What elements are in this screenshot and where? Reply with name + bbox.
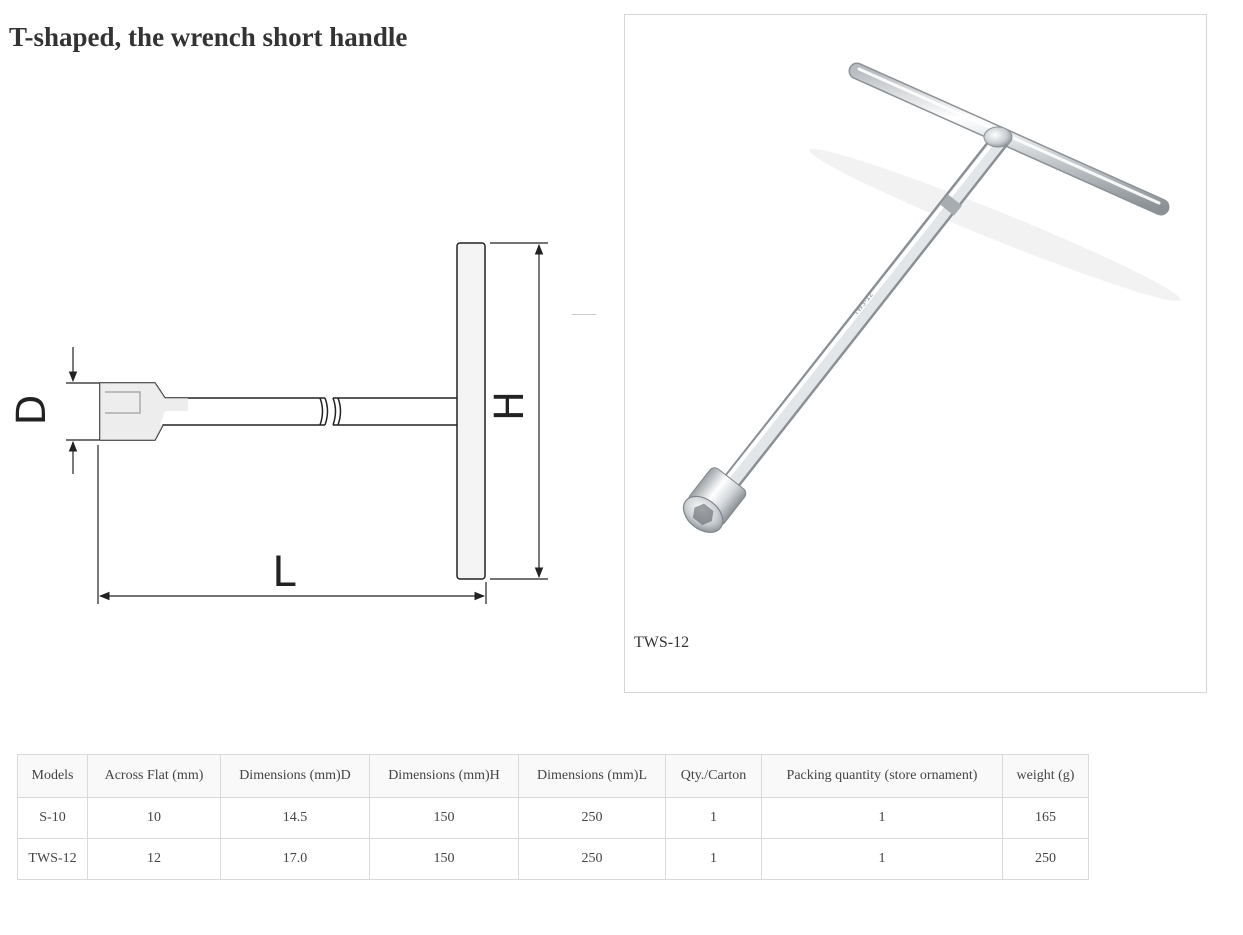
photo-socket	[682, 467, 747, 533]
header-models: Models	[17, 754, 88, 798]
spec-table: Models Across Flat (mm) Dimensions (mm)D…	[17, 754, 1089, 880]
cell-across-flat: 10	[87, 797, 221, 839]
cell-dimension-l: 250	[518, 838, 666, 880]
header-dimension-d: Dimensions (mm)D	[220, 754, 370, 798]
header-qty-carton: Qty./Carton	[665, 754, 762, 798]
cell-model: S-10	[17, 797, 88, 839]
dimension-d-label: D	[9, 395, 55, 426]
cell-packing-quantity: 1	[761, 838, 1003, 880]
dimension-h	[490, 242, 548, 580]
cell-model: TWS-12	[17, 838, 88, 880]
cell-weight: 165	[1002, 797, 1089, 839]
product-photo: TWS-12	[682, 62, 1181, 533]
cell-weight: 250	[1002, 838, 1089, 880]
cell-across-flat: 12	[87, 838, 221, 880]
dimension-h-label: H	[487, 391, 533, 421]
table-row: S-10 10 14.5 150 250 1 1 165	[17, 797, 1089, 839]
wrench-dimension-diagram: D H L	[9, 242, 548, 604]
cell-dimension-d: 14.5	[220, 797, 370, 839]
photo-caption: TWS-12	[634, 634, 690, 651]
cell-dimension-d: 17.0	[220, 838, 370, 880]
header-dimension-h: Dimensions (mm)H	[369, 754, 519, 798]
product-photo-card: TWS-12 TWS-12	[624, 14, 1207, 693]
cell-packing-quantity: 1	[761, 797, 1003, 839]
socket-shading	[100, 383, 188, 440]
table-header-row: Models Across Flat (mm) Dimensions (mm)D…	[17, 754, 1089, 798]
page-title: T-shaped, the wrench short handle	[9, 22, 408, 52]
cell-dimension-h: 150	[369, 838, 519, 880]
dimension-l	[97, 445, 487, 604]
header-across-flat: Across Flat (mm)	[87, 754, 221, 798]
cell-qty-carton: 1	[665, 797, 762, 839]
cell-qty-carton: 1	[665, 838, 762, 880]
header-weight: weight (g)	[1002, 754, 1089, 798]
dimension-l-label: L	[272, 547, 296, 596]
photo-shaft	[711, 129, 1011, 505]
photo-joint	[983, 126, 1013, 148]
cell-dimension-l: 250	[518, 797, 666, 839]
header-packing-quantity: Packing quantity (store ornament)	[761, 754, 1003, 798]
divider-mark	[572, 314, 596, 315]
table-row: TWS-12 12 17.0 150 250 1 1 250	[17, 838, 1089, 880]
dimension-d	[66, 347, 100, 474]
header-dimension-l: Dimensions (mm)L	[518, 754, 666, 798]
cell-dimension-h: 150	[369, 797, 519, 839]
